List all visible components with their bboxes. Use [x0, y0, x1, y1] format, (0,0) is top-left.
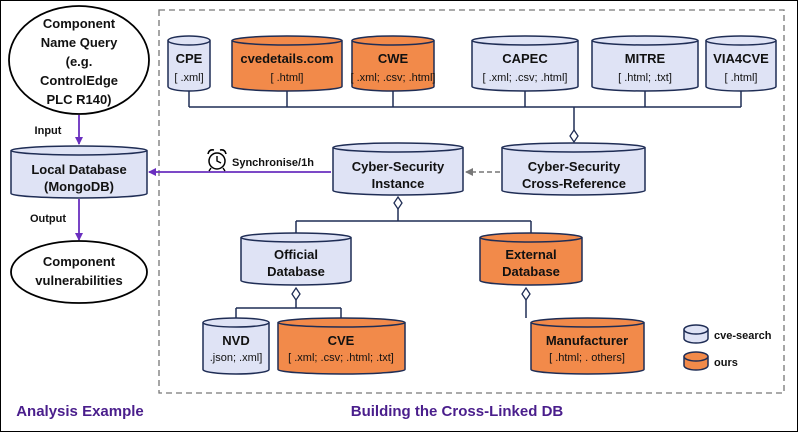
alarm-clock-hands	[216, 156, 222, 164]
official-db-cylinder-body	[240, 237, 352, 286]
output-label: Output	[30, 213, 66, 225]
official-db-label-1: Official	[274, 247, 318, 262]
external-db-label-1: External	[505, 247, 556, 262]
source-capec-formats: [ .xml; .csv; .html]	[483, 72, 568, 84]
local-db-label-1: Local Database	[31, 162, 126, 177]
source-mitre-cylinder	[591, 35, 699, 92]
source-cvedetails-com-formats: [ .html]	[270, 72, 303, 84]
query-line-3: (e.g.	[66, 54, 93, 69]
instance-label-1: Cyber-Security	[352, 159, 445, 174]
instance-cylinder	[332, 142, 464, 196]
official-db-label-2: Database	[267, 264, 325, 279]
aggregation-diamond-external	[521, 286, 531, 302]
official-db-cylinder	[240, 232, 352, 286]
external-db-cylinder	[479, 232, 583, 286]
source-via4cve-formats: [ .html]	[724, 72, 757, 84]
instance-cylinder-top	[332, 142, 464, 153]
nvd-formats: .json; .xml]	[210, 352, 263, 364]
cross-reference-label-2: Cross-Reference	[522, 176, 626, 191]
cve-formats: [ .xml; .csv; .html; .txt]	[288, 352, 394, 364]
source-cvedetails-com-cylinder-top	[231, 35, 343, 46]
analysis-title: Analysis Example	[16, 403, 144, 420]
cross-reference-cylinder-body	[501, 147, 646, 196]
source-capec-name: CAPEC	[502, 51, 548, 66]
cross-reference-label-1: Cyber-Security	[528, 159, 621, 174]
source-cvedetails-com-name: cvedetails.com	[240, 51, 333, 66]
instance-cylinder-body	[332, 147, 464, 196]
aggregation-diamond-cross-reference	[569, 128, 579, 144]
cross-reference-cylinder	[501, 142, 646, 196]
source-via4cve-cylinder-body	[705, 40, 777, 92]
legend-cve-search-label: cve-search	[714, 330, 772, 342]
nvd-cylinder-body	[202, 322, 270, 375]
source-cwe-cylinder-top	[351, 35, 435, 46]
cve-cylinder	[277, 317, 406, 375]
source-cwe-name: CWE	[378, 51, 409, 66]
source-via4cve-name: VIA4CVE	[713, 51, 769, 66]
cve-cylinder-top	[277, 317, 406, 328]
alarm-clock-icon	[207, 149, 227, 172]
local-db-label-2: (MongoDB)	[44, 179, 114, 194]
official-db-cylinder-top	[240, 232, 352, 243]
cve-name: CVE	[328, 333, 355, 348]
instance-label-2: Instance	[372, 176, 425, 191]
manufacturer-formats: [ .html; . others]	[549, 352, 625, 364]
manufacturer-cylinder-body	[530, 322, 645, 375]
query-line-4: ControlEdge	[40, 73, 118, 88]
manufacturer-name: Manufacturer	[546, 333, 628, 348]
source-mitre-formats: [ .html; .txt]	[618, 72, 672, 84]
manufacturer-cylinder-top	[530, 317, 645, 328]
cross-reference-cylinder-top	[501, 142, 646, 153]
query-line-1: Component	[43, 16, 116, 31]
alarm-clock-bell-right	[219, 149, 227, 155]
manufacturer-cylinder	[530, 317, 645, 375]
external-db-cylinder-top	[479, 232, 583, 243]
aggregation-diamond-official	[291, 286, 301, 302]
source-via4cve-cylinder-top	[705, 35, 777, 46]
synchronise-label: Synchronise/1h	[232, 157, 314, 169]
result-line-1: Component	[43, 254, 116, 269]
nvd-name: NVD	[222, 333, 249, 348]
local-db-cylinder	[10, 145, 148, 199]
nvd-cylinder	[202, 317, 270, 375]
query-line-2: Name Query	[41, 35, 118, 50]
legend-ours-swatch-top	[683, 351, 709, 362]
source-cwe-formats: [ .xml; .csv; .html]	[351, 72, 436, 84]
query-ellipse	[8, 5, 150, 115]
query-line-5: PLC R140)	[46, 92, 111, 107]
building-title: Building the Cross-Linked DB	[351, 403, 564, 420]
source-mitre-name: MITRE	[625, 51, 666, 66]
alarm-clock-leg-right	[222, 167, 226, 172]
legend-cve-search-swatch	[683, 324, 709, 344]
source-cpe-name: CPE	[176, 51, 203, 66]
legend-cve-search-swatch-top	[683, 324, 709, 335]
local-db-cylinder-body	[10, 150, 148, 199]
input-label: Input	[35, 125, 62, 137]
source-mitre-cylinder-top	[591, 35, 699, 46]
aggregation-diamond-instance	[393, 195, 403, 211]
alarm-clock-bell-left	[207, 149, 215, 155]
result-ellipse	[10, 240, 148, 304]
cve-cylinder-body	[277, 322, 406, 375]
source-cwe-cylinder-body	[351, 40, 435, 92]
result-line-2: vulnerabilities	[35, 273, 122, 288]
source-capec-cylinder-top	[471, 35, 579, 46]
building-frame	[158, 9, 785, 394]
source-cpe-cylinder-top	[167, 35, 211, 46]
legend-ours-label: ours	[714, 357, 738, 369]
source-cwe-cylinder	[351, 35, 435, 92]
legend-ours-swatch	[683, 351, 709, 371]
alarm-clock-leg-left	[208, 167, 212, 172]
nvd-cylinder-top	[202, 317, 270, 328]
external-db-cylinder-body	[479, 237, 583, 286]
external-db-label-2: Database	[502, 264, 560, 279]
source-cpe-formats: [ .xml]	[174, 72, 203, 84]
local-db-cylinder-top	[10, 145, 148, 156]
source-via4cve-cylinder	[705, 35, 777, 92]
